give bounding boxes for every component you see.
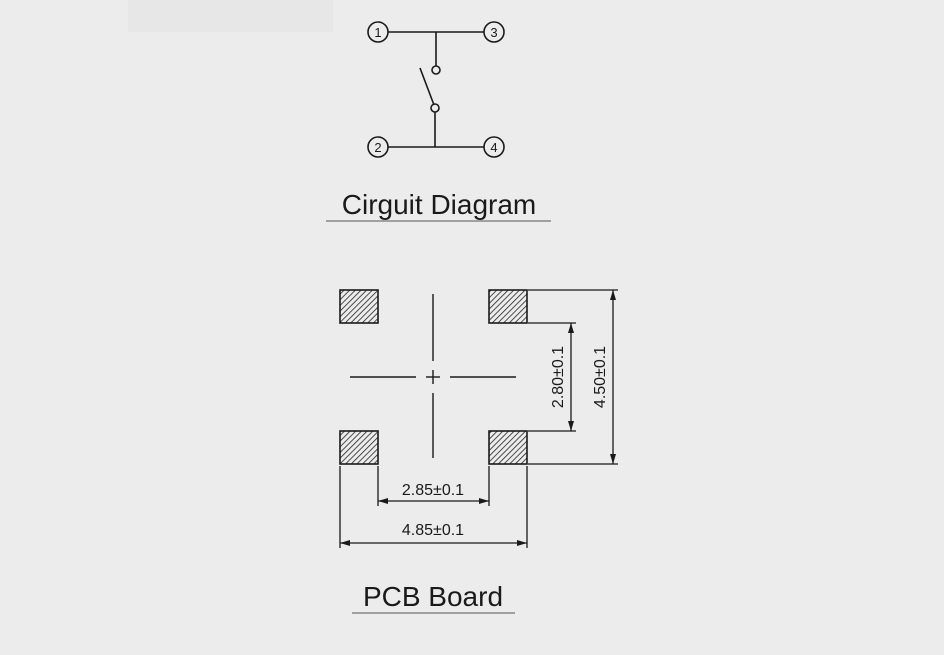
pcb-caption: PCB Board: [363, 581, 503, 612]
center-crosshair: [350, 294, 516, 458]
pin-label-2: 2: [374, 140, 381, 155]
dim-outer-width: 4.85±0.1: [402, 522, 464, 539]
dim-outer-height: 4.50±0.1: [592, 346, 609, 408]
switch-arm: [419, 67, 435, 106]
dimension-arrows: [340, 290, 616, 546]
pcb-pads: [339, 289, 528, 465]
pin-label-3: 3: [490, 25, 497, 40]
pad-top-left: [339, 289, 379, 324]
switch-top-contact: [431, 65, 441, 75]
dim-inner-height: 2.80±0.1: [550, 346, 567, 408]
pad-top-right: [488, 289, 528, 324]
pad-bottom-right: [488, 430, 528, 465]
circuit-caption: Cirguit Diagram: [342, 189, 537, 220]
dimension-lines: [339, 289, 618, 548]
dim-inner-width: 2.85±0.1: [402, 482, 464, 499]
switch-bottom-contact: [430, 103, 440, 113]
faded-banner: [128, 0, 333, 32]
circuit-diagram: [367, 21, 505, 158]
pin-label-4: 4: [490, 140, 497, 155]
pin-label-1: 1: [374, 25, 381, 40]
pad-bottom-left: [339, 430, 379, 465]
